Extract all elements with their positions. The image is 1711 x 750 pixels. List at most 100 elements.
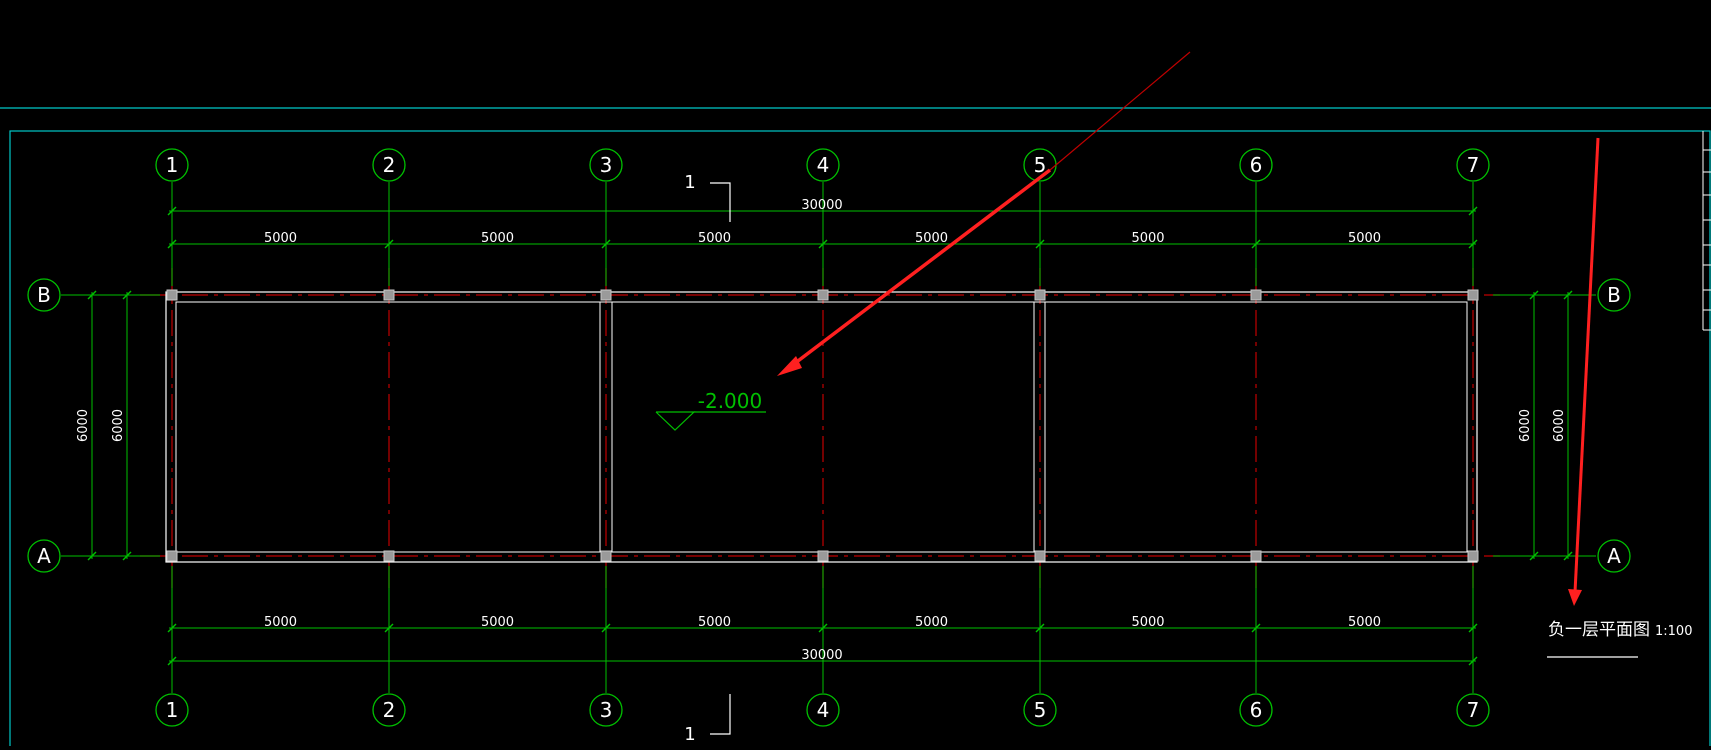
bottom-bay-dim-5: 5000 xyxy=(1131,615,1164,630)
column-1B xyxy=(166,289,178,301)
bottom-bay-tick-5 xyxy=(1035,623,1045,633)
left-outer-depth-dim: 6000 xyxy=(76,409,91,442)
column-7A xyxy=(1467,550,1479,562)
bottom-bay-tick-1 xyxy=(167,623,177,633)
top-bay-dim-4: 5000 xyxy=(915,231,948,246)
axis-bubble-top-2-label: 2 xyxy=(383,153,396,177)
column-2B xyxy=(383,289,395,301)
top-bay-tick-3 xyxy=(601,239,611,249)
axis-bubble-bottom-5-label: 5 xyxy=(1034,698,1047,722)
elevation-mark: -2.000 xyxy=(655,389,766,431)
axis-bubble-bottom-2[interactable]: 2 xyxy=(372,693,406,727)
bottom-bay-dim-2: 5000 xyxy=(481,615,514,630)
left-outer-depth-tick-B xyxy=(87,290,97,300)
right-inner-depth-tick-A xyxy=(1563,551,1573,561)
column-6A xyxy=(1250,550,1262,562)
axis-bubble-top-4[interactable]: 4 xyxy=(806,148,840,182)
axis-bubble-bottom-5[interactable]: 5 xyxy=(1023,693,1057,727)
column-5A xyxy=(1034,550,1046,562)
axis-bubble-top-4-label: 4 xyxy=(817,153,830,177)
top-bay-dim-1: 5000 xyxy=(264,231,297,246)
outer-wall xyxy=(165,291,1478,563)
top-bay-tick-5 xyxy=(1035,239,1045,249)
column-7B xyxy=(1467,289,1479,301)
axis-bubble-top-7-label: 7 xyxy=(1467,153,1480,177)
top-bay-dim-5: 5000 xyxy=(1131,231,1164,246)
column-3B xyxy=(600,289,612,301)
axis-bubble-bottom-3[interactable]: 3 xyxy=(589,693,623,727)
axis-bubble-left-A[interactable]: A xyxy=(27,539,61,573)
top-bay-tick-2 xyxy=(384,239,394,249)
structural-columns xyxy=(166,289,1479,562)
column-5B xyxy=(1034,289,1046,301)
bottom-bay-tick-2 xyxy=(384,623,394,633)
top-bay-tick-4 xyxy=(818,239,828,249)
axis-bubble-right-B[interactable]: B xyxy=(1597,278,1631,312)
bottom-total-tick-end xyxy=(1468,656,1478,666)
axis-bubble-top-1-label: 1 xyxy=(166,153,179,177)
axis-bubble-right-A-label: A xyxy=(1607,544,1621,568)
bottom-bay-tick-4 xyxy=(818,623,828,633)
axis-bubble-top-3[interactable]: 3 xyxy=(589,148,623,182)
bottom-bay-tick-7 xyxy=(1468,623,1478,633)
right-outer-depth-dim: 6000 xyxy=(1518,409,1533,442)
column-1A xyxy=(166,550,178,562)
axis-bubble-right-A[interactable]: A xyxy=(1597,539,1631,573)
axis-bubble-bottom-4[interactable]: 4 xyxy=(806,693,840,727)
axis-bubble-bottom-7[interactable]: 7 xyxy=(1456,693,1490,727)
grid-axis-lines xyxy=(61,182,1596,693)
axis-bubble-bottom-1[interactable]: 1 xyxy=(155,693,189,727)
arrow-to-elevation xyxy=(777,168,1052,376)
axis-bubble-top-7[interactable]: 7 xyxy=(1456,148,1490,182)
bottom-bay-dim-1: 5000 xyxy=(264,615,297,630)
column-4B xyxy=(817,289,829,301)
top-bay-tick-7 xyxy=(1468,239,1478,249)
axis-bubble-bottom-7-label: 7 xyxy=(1467,698,1480,722)
axis-bubble-top-3-label: 3 xyxy=(600,153,613,177)
axis-bubble-bottom-2-label: 2 xyxy=(383,698,396,722)
left-outer-depth-tick-A xyxy=(87,551,97,561)
drawing-scale: 1:100 xyxy=(1655,624,1692,639)
axis-bubble-right-B-label: B xyxy=(1607,283,1621,307)
axis-bubble-left-B[interactable]: B xyxy=(27,278,61,312)
column-6B xyxy=(1250,289,1262,301)
title-block-edge xyxy=(1702,131,1711,331)
bottom-bay-dim-6: 5000 xyxy=(1348,615,1381,630)
top-bay-tick-6 xyxy=(1251,239,1261,249)
axis-bubble-left-B-label: B xyxy=(37,283,51,307)
axis-bubble-top-2[interactable]: 2 xyxy=(372,148,406,182)
drawing-title: 负一层平面图 xyxy=(1548,620,1650,640)
axis-bubble-bottom-6[interactable]: 6 xyxy=(1239,693,1273,727)
inner-wall xyxy=(175,301,1468,553)
column-2A xyxy=(383,550,395,562)
axis-bubble-bottom-1-label: 1 xyxy=(166,698,179,722)
left-inner-depth-tick-B xyxy=(122,290,132,300)
axis-bubble-top-6[interactable]: 6 xyxy=(1239,148,1273,182)
axis-bubble-top-6-label: 6 xyxy=(1250,153,1263,177)
elevation-value: -2.000 xyxy=(698,389,762,413)
left-inner-depth-dim: 6000 xyxy=(111,409,126,442)
building-walls xyxy=(165,291,1478,563)
axis-bubble-bottom-6-label: 6 xyxy=(1250,698,1263,722)
section-mark-bottom-label: 1 xyxy=(684,724,695,745)
bottom-bay-dim-4: 5000 xyxy=(915,615,948,630)
drawing-title-block: 负一层平面图 1:100 xyxy=(1547,620,1692,658)
bottom-bay-tick-6 xyxy=(1251,623,1261,633)
axis-bubble-top-1[interactable]: 1 xyxy=(155,148,189,182)
left-inner-depth-tick-A xyxy=(122,551,132,561)
bottom-bay-dim-3: 5000 xyxy=(698,615,731,630)
arrow-to-title xyxy=(1568,137,1600,606)
axis-bubble-top-5-label: 5 xyxy=(1034,153,1047,177)
axis-bubble-bottom-4-label: 4 xyxy=(817,698,830,722)
right-outer-depth-tick-B xyxy=(1529,290,1539,300)
top-total-tick-end xyxy=(1468,206,1478,216)
annotation-arrows xyxy=(777,51,1600,606)
section-mark-top-label: 1 xyxy=(684,172,695,193)
top-bay-dim-2: 5000 xyxy=(481,231,514,246)
bottom-total-tick-start xyxy=(167,656,177,666)
grid-centerlines xyxy=(140,268,1500,590)
top-bay-tick-1 xyxy=(167,239,177,249)
right-outer-depth-tick-A xyxy=(1529,551,1539,561)
top-bay-dim-6: 5000 xyxy=(1348,231,1381,246)
